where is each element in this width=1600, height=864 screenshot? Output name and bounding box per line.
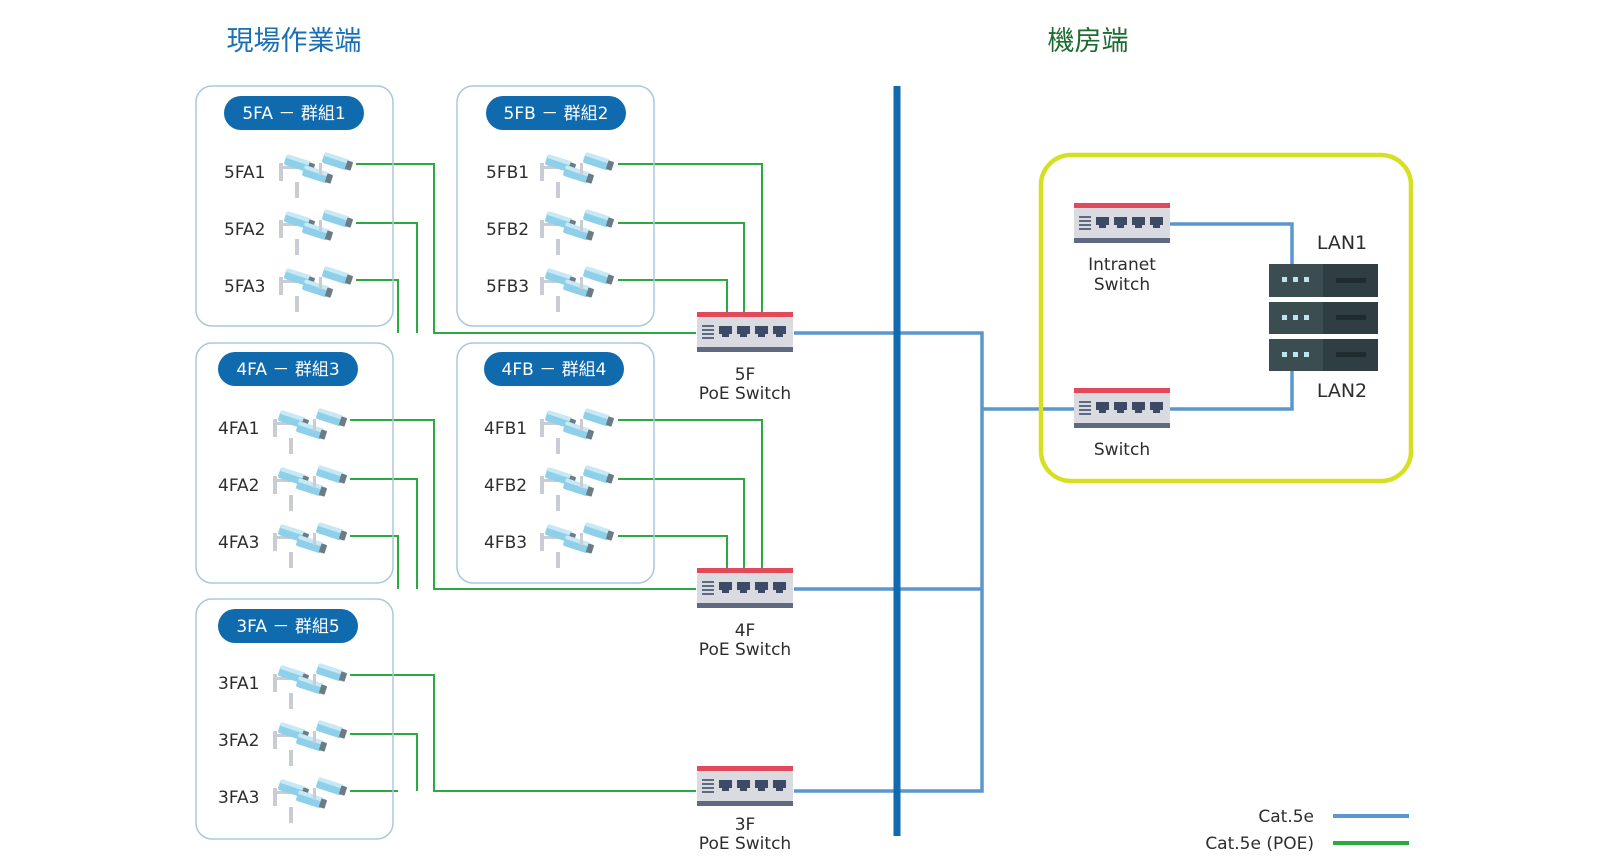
camera-icon	[279, 266, 354, 312]
group-4fb: 4FB － 群組4 4FB1 4FB2 4FB3	[456, 342, 655, 584]
group-label: 5FA － 群組1	[242, 104, 345, 124]
legend-label-cat5e-poe: Cat.5e (POE)	[1205, 834, 1314, 854]
legend-label-cat5e: Cat.5e	[1258, 807, 1314, 827]
camera-label: 4FA1	[218, 419, 259, 439]
switch-icon	[697, 312, 793, 352]
lan1-label: LAN1	[1317, 232, 1367, 254]
camera-label: 5FB3	[486, 277, 529, 297]
camera-icon	[273, 777, 348, 823]
camera-label: 5FB2	[486, 220, 529, 240]
camera-icon	[540, 209, 615, 255]
camera-icon	[273, 522, 348, 568]
group-5fa: 5FA － 群組1 5FA1 5FA2 5FA3	[195, 85, 394, 327]
camera-icon	[273, 408, 348, 454]
group-5fb: 5FB － 群組2 5FB1 5FB2 5FB3	[456, 85, 655, 327]
group-label: 4FA － 群組3	[236, 360, 339, 380]
camera-label: 5FB1	[486, 163, 529, 183]
camera-icon	[540, 465, 615, 511]
camera-icon	[540, 408, 615, 454]
room-switch-label: Switch	[1094, 440, 1150, 460]
camera-icon	[279, 209, 354, 255]
room-switch: Switch	[1074, 388, 1170, 460]
cat5e-wiring	[794, 222, 1294, 793]
poe-switch-5f: 5F PoE Switch	[697, 312, 793, 404]
switch-floor-label: 3F	[735, 815, 756, 835]
camera-icon	[540, 522, 615, 568]
camera-label: 5FA2	[224, 220, 265, 240]
server-room: Intranet Switch Switch	[1038, 152, 1414, 484]
camera-label: 4FB1	[484, 419, 527, 439]
camera-label: 3FA1	[218, 674, 259, 694]
camera-icon	[279, 152, 354, 198]
camera-icon	[273, 465, 348, 511]
switch-icon	[1074, 203, 1170, 243]
group-label: 5FB － 群組2	[504, 104, 609, 124]
legend: Cat.5e Cat.5e (POE)	[1205, 807, 1409, 854]
camera-label: 4FB3	[484, 533, 527, 553]
server-section-title: 機房端	[1048, 26, 1129, 57]
camera-icon	[273, 663, 348, 709]
camera-icon	[273, 720, 348, 766]
switch-icon	[1074, 388, 1170, 428]
group-label: 3FA － 群組5	[236, 617, 339, 637]
camera-label: 5FA1	[224, 163, 265, 183]
camera-label: 4FA2	[218, 476, 259, 496]
camera-label: 4FB2	[484, 476, 527, 496]
camera-label: 4FA3	[218, 533, 259, 553]
server-icon	[1269, 264, 1378, 371]
switch-type-label: PoE Switch	[699, 384, 791, 404]
switch-type-label: PoE Switch	[699, 834, 791, 854]
switch-icon	[697, 766, 793, 806]
switch-floor-label: 4F	[735, 621, 756, 641]
switch-icon	[697, 568, 793, 608]
field-section-title: 現場作業端	[227, 26, 362, 57]
group-4fa: 4FA － 群組3 4FA1 4FA2 4FA3	[195, 342, 394, 584]
poe-switch-3f: 3F PoE Switch	[697, 766, 793, 854]
lan2-label: LAN2	[1317, 380, 1367, 402]
poe-switch-4f: 4F PoE Switch	[697, 568, 793, 660]
switch-floor-label: 5F	[735, 365, 756, 385]
group-3fa: 3FA － 群組5 3FA1 3FA2 3FA3	[195, 598, 394, 840]
camera-icon	[540, 152, 615, 198]
camera-label: 5FA3	[224, 277, 265, 297]
intranet-switch-label-1: Intranet	[1088, 255, 1156, 275]
switch-type-label: PoE Switch	[699, 640, 791, 660]
intranet-switch-label-2: Switch	[1094, 275, 1150, 295]
group-label: 4FB － 群組4	[502, 360, 607, 380]
camera-label: 3FA3	[218, 788, 259, 808]
camera-icon	[540, 266, 615, 312]
intranet-switch: Intranet Switch	[1074, 203, 1170, 295]
camera-label: 3FA2	[218, 731, 259, 751]
